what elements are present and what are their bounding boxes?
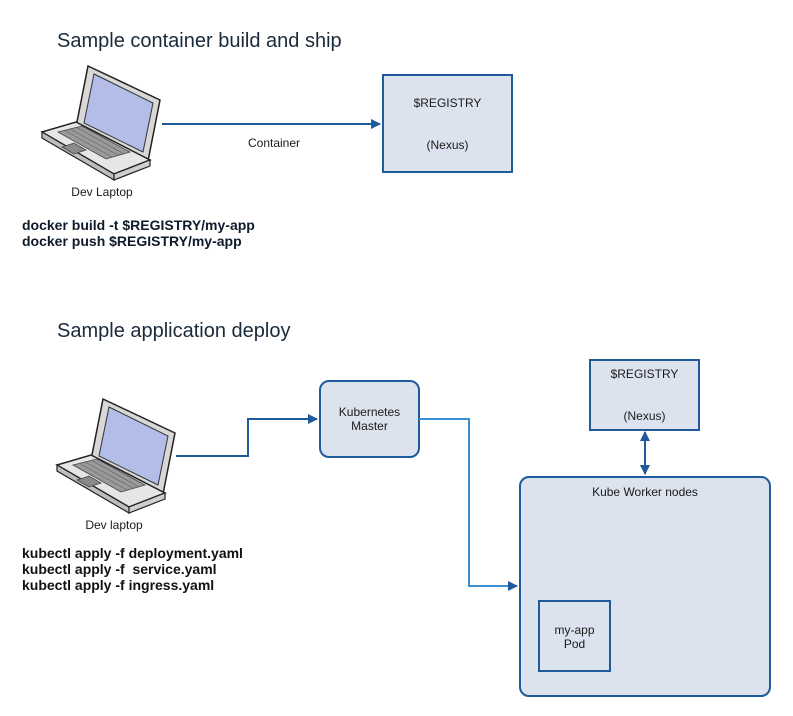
container-arrow-label: Container [247, 136, 301, 150]
registry-box-1 [382, 74, 513, 173]
master-label-line1: Kubernetes [338, 405, 401, 419]
docker-push-command: docker push $REGISTRY/my-app [22, 233, 242, 249]
pod-label-line1: my-app [554, 623, 595, 637]
kubectl-deployment-command: kubectl apply -f deployment.yaml [22, 545, 243, 561]
registry-name-1: $REGISTRY [413, 96, 482, 110]
kubectl-ingress-command: kubectl apply -f ingress.yaml [22, 577, 215, 593]
laptop-to-master-arrow [176, 414, 318, 457]
dev-laptop-label-2: Dev laptop [85, 518, 143, 532]
section2-title: Sample application deploy [57, 320, 291, 342]
worker-nodes-label: Kube Worker nodes [592, 485, 698, 499]
dev-laptop-label: Dev Laptop [71, 185, 133, 199]
dev-laptop-icon [41, 65, 161, 181]
section1-title: Sample container build and ship [57, 30, 342, 52]
registry-name-2: $REGISTRY [610, 367, 679, 381]
registry-sub-1: (Nexus) [426, 138, 469, 152]
master-to-workers-arrow [419, 418, 518, 591]
master-label-line2: Master [351, 419, 388, 433]
registry-box-2 [589, 359, 700, 431]
docker-build-command: docker build -t $REGISTRY/my-app [22, 217, 255, 233]
dev-laptop-icon-2 [56, 398, 176, 514]
registry-sub-2: (Nexus) [623, 409, 666, 423]
kubectl-service-command: kubectl apply -f service.yaml [22, 561, 217, 577]
pod-box [538, 600, 611, 672]
pod-label-line2: Pod [563, 637, 586, 651]
